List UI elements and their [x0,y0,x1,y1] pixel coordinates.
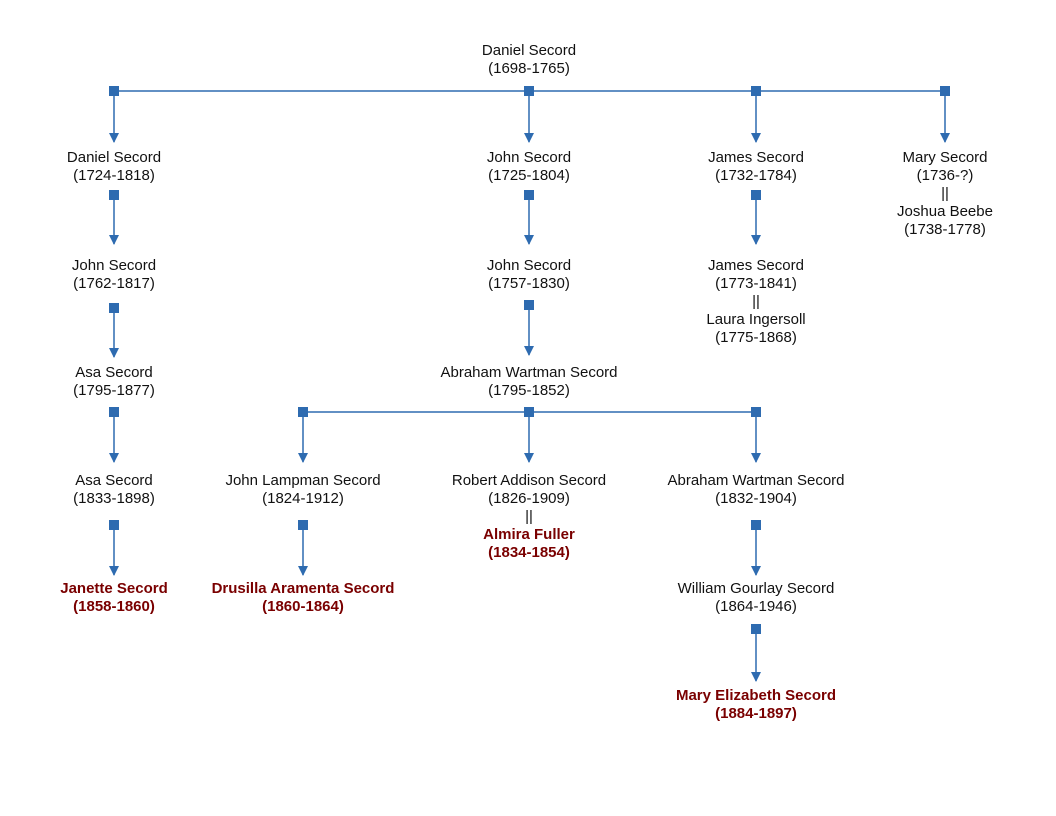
person-name: Daniel Secord [481,42,577,59]
person-dates: (1795-1852) [488,382,570,399]
person-john-secord-1757: John Secord (1757-1830) [487,257,571,293]
connector-node [298,520,308,530]
spouse-dates: (1738-1778) [904,221,986,238]
person-dates: (1826-1909) [488,490,570,507]
person-william-gourlay-secord: William Gourlay Secord (1864-1946) [678,580,835,616]
connector-node [109,303,119,313]
person-name: John Secord [486,149,572,166]
person-name: Janette Secord [60,580,168,597]
connector-node [109,520,119,530]
connector-node [524,86,534,96]
person-abraham-wartman-secord-1832: Abraham Wartman Secord (1832-1904) [667,472,844,508]
connector-node [524,300,534,310]
spouse-dates: (1834-1854) [488,544,570,561]
person-name: John Secord [486,257,572,274]
person-dates: (1864-1946) [715,598,797,615]
connector-node [109,407,119,417]
connector-node [298,407,308,417]
person-name: John Lampman Secord [225,472,381,489]
person-dates: (1762-1817) [73,275,155,292]
person-janette-secord: Janette Secord (1858-1860) [60,580,168,616]
spouse-name: Laura Ingersoll [706,311,806,328]
person-dates: (1884-1897) [715,705,797,722]
person-dates: (1725-1804) [488,167,570,184]
person-dates: (1732-1784) [715,167,797,184]
spouse-separator: || [941,185,949,202]
connector-node [751,520,761,530]
connector-node [109,86,119,96]
connector-node [751,190,761,200]
person-dates: (1858-1860) [73,598,155,615]
connector-nodes [109,86,950,634]
spouse-name: Almira Fuller [483,526,575,543]
person-dates: (1773-1841) [715,275,797,292]
connector-node [751,86,761,96]
person-abraham-wartman-secord-1795: Abraham Wartman Secord (1795-1852) [440,364,617,400]
connector-node [524,407,534,417]
person-mary-elizabeth-secord: Mary Elizabeth Secord (1884-1897) [676,687,836,723]
person-mary-secord-1736: Mary Secord (1736-?) || Joshua Beebe (17… [897,149,993,239]
person-robert-addison-secord: Robert Addison Secord (1826-1909) || Alm… [452,472,606,562]
connector-node [524,190,534,200]
person-asa-secord-1833: Asa Secord (1833-1898) [73,472,155,508]
connector-node [751,624,761,634]
person-john-secord-1762: John Secord (1762-1817) [72,257,156,293]
person-john-lampman-secord: John Lampman Secord (1824-1912) [225,472,380,508]
spouse-dates: (1775-1868) [715,329,797,346]
person-name: Mary Secord [902,149,988,166]
person-dates: (1724-1818) [73,167,155,184]
person-dates: (1833-1898) [73,490,155,507]
person-james-secord-1732: James Secord (1732-1784) [708,149,804,185]
connector-node [940,86,950,96]
person-daniel-secord-1698: Daniel Secord (1698-1765) [482,42,576,78]
spouse-name: Joshua Beebe [897,203,993,220]
person-name: Asa Secord [75,364,153,381]
person-dates: (1757-1830) [488,275,570,292]
person-john-secord-1725: John Secord (1725-1804) [487,149,571,185]
person-name: Abraham Wartman Secord [440,364,618,381]
person-drusilla-aramenta-secord: Drusilla Aramenta Secord (1860-1864) [212,580,395,616]
person-name: Daniel Secord [66,149,162,166]
person-name: Robert Addison Secord [451,472,607,489]
person-dates: (1698-1765) [488,60,570,77]
spouse-separator: || [525,508,533,525]
person-name: James Secord [708,257,804,274]
connector-node [109,190,119,200]
person-name: James Secord [708,149,804,166]
person-name: Asa Secord [75,472,153,489]
person-name: Drusilla Aramenta Secord [211,580,395,597]
person-name: William Gourlay Secord [677,580,835,597]
person-asa-secord-1795: Asa Secord (1795-1877) [73,364,155,400]
person-name: Abraham Wartman Secord [667,472,845,489]
person-james-secord-1773: James Secord (1773-1841) || Laura Ingers… [706,257,805,347]
person-dates: (1795-1877) [73,382,155,399]
person-daniel-secord-1724: Daniel Secord (1724-1818) [67,149,161,185]
spouse-separator: || [752,293,760,310]
person-name: Mary Elizabeth Secord [675,687,837,704]
person-dates: (1736-?) [916,167,974,184]
person-dates: (1860-1864) [262,598,344,615]
person-dates: (1824-1912) [262,490,344,507]
connector-node [751,407,761,417]
person-name: John Secord [71,257,157,274]
person-dates: (1832-1904) [715,490,797,507]
